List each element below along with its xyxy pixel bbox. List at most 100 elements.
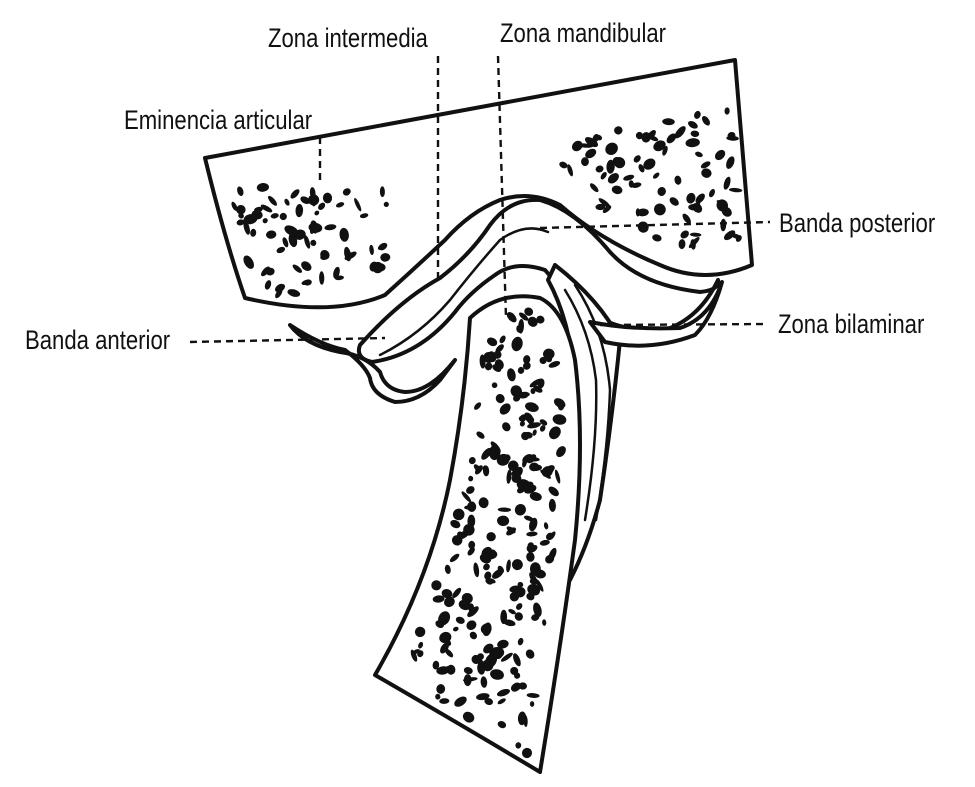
- trabecula-spot: [231, 201, 238, 211]
- trabecula-spot: [444, 648, 454, 658]
- trabecula-spot: [694, 110, 701, 119]
- trabecula-spot: [524, 481, 534, 490]
- trabecula-spot: [284, 198, 290, 206]
- trabecula-spot: [309, 225, 316, 234]
- trabecula-spot: [480, 676, 488, 688]
- trabecula-spot: [444, 596, 455, 608]
- trabecula-spot: [481, 447, 492, 460]
- trabecula-spot: [543, 348, 555, 360]
- trabecula-spot: [633, 155, 641, 163]
- posterior-disc-fold: [588, 280, 724, 348]
- trabecula-spot: [339, 227, 349, 242]
- trabecula-spot: [318, 202, 326, 210]
- trabecula-spot: [497, 639, 509, 649]
- trabecula-spot: [497, 507, 512, 512]
- trabecula-spot: [484, 697, 493, 706]
- trabecula-spot: [410, 649, 418, 662]
- trabecula-spot: [539, 425, 546, 432]
- trabecula-spot: [678, 239, 686, 250]
- trabecula-spot: [478, 497, 489, 509]
- trabecula-spot: [539, 356, 547, 365]
- trabecula-spot: [688, 120, 698, 129]
- trabecula-spot: [509, 591, 520, 602]
- trabecula-spot: [526, 544, 535, 553]
- trabecula-spot: [553, 398, 566, 409]
- leader-zona-bilaminar: [599, 322, 769, 327]
- trabecula-spot: [511, 336, 523, 352]
- trabecula-spot: [523, 355, 531, 364]
- trabecula-spot: [473, 562, 480, 578]
- trabecula-spot: [480, 623, 492, 635]
- trabecula-spot: [539, 419, 548, 426]
- trabecula-spot: [301, 261, 312, 271]
- trabecula-spot: [521, 747, 533, 759]
- trabecula-spot: [463, 524, 475, 536]
- trabecula-spot: [720, 218, 727, 232]
- trabecula-spot: [662, 145, 668, 156]
- trabecula-spot: [518, 682, 527, 690]
- trabecula-spot: [336, 202, 345, 208]
- trabecula-spot: [474, 402, 482, 410]
- trabecula-spot: [510, 682, 522, 692]
- trabecula-spot: [518, 415, 526, 422]
- trabecula-spot: [567, 164, 574, 177]
- trabecula-spot: [529, 562, 541, 576]
- trabecula-spot: [268, 195, 277, 206]
- trabecula-spot: [724, 107, 730, 115]
- temporal-bone-trabeculae: [231, 107, 743, 299]
- trabecula-spot: [728, 187, 743, 193]
- trabecula-spot: [462, 711, 475, 723]
- trabecula-spot: [492, 568, 504, 579]
- trabecula-spot: [508, 608, 516, 615]
- trabecula-spot: [464, 505, 473, 510]
- trabecula-spot: [519, 312, 529, 321]
- trabecula-spot: [517, 711, 527, 726]
- temporal-bone: [203, 58, 754, 310]
- trabecula-spot: [726, 156, 735, 169]
- trabecula-spot: [516, 603, 523, 610]
- trabecula-spot: [513, 653, 521, 667]
- trabecula-spot: [517, 366, 525, 374]
- trabecula-spot: [256, 182, 269, 192]
- trabecula-spot: [540, 469, 551, 479]
- trabecula-spot: [486, 532, 496, 542]
- trabecula-spot: [522, 362, 531, 370]
- trabecula-spot: [635, 131, 644, 140]
- trabecula-spot: [714, 149, 726, 161]
- trabecula-spot: [497, 515, 510, 527]
- trabecula-spot: [638, 164, 645, 173]
- articular-disc: [356, 197, 721, 364]
- trabecula-spot: [261, 266, 270, 277]
- trabecula-spot: [571, 140, 583, 152]
- trabecula-spot: [533, 602, 542, 618]
- trabecula-spot: [674, 126, 686, 139]
- trabecula-spot: [503, 619, 516, 627]
- trabecula-spot: [682, 213, 691, 224]
- trabecula-spot: [497, 698, 506, 705]
- trabecula-spot: [526, 693, 540, 698]
- trabecula-spot: [274, 283, 286, 293]
- trabecula-spot: [523, 515, 534, 522]
- trabecula-spot: [723, 230, 736, 241]
- trabecula-spot: [527, 583, 541, 596]
- trabecula-spot: [412, 649, 420, 654]
- trabecula-spot: [439, 698, 450, 704]
- trabecula-spot: [515, 742, 522, 749]
- trabecula-spot: [468, 540, 476, 549]
- trabecula-spot: [499, 403, 511, 415]
- trabecula-spot: [243, 255, 254, 269]
- leader-zona-mandibular: [496, 55, 508, 319]
- trabecula-spot: [488, 445, 501, 461]
- trabecula-spot: [500, 652, 513, 662]
- trabecula-spot: [454, 696, 467, 707]
- trabecula-spot: [379, 186, 385, 198]
- trabecula-spot: [636, 208, 649, 217]
- trabecula-spot: [605, 142, 618, 156]
- trabecula-spot: [438, 611, 451, 626]
- trabecula-spot: [552, 414, 567, 425]
- trabecula-spot: [614, 126, 623, 135]
- trabecula-spot: [275, 288, 283, 299]
- trabecula-spot: [238, 213, 244, 219]
- trabecula-spot: [483, 352, 495, 363]
- trabecula-spot: [521, 431, 530, 441]
